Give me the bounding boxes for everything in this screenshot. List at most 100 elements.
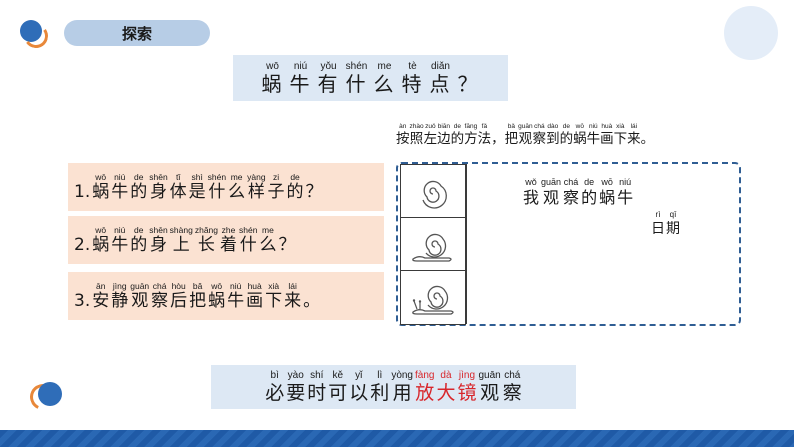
ruby-unit: 1.	[74, 173, 90, 201]
pinyin: yàng	[247, 172, 266, 182]
pinyin: àn	[399, 123, 407, 130]
hanzi: 长	[197, 235, 215, 255]
hanzi: 可	[328, 382, 348, 404]
pinyin: hòu	[171, 281, 186, 291]
hanzi: 观	[131, 291, 149, 311]
hanzi: 上	[172, 235, 190, 255]
hanzi: 身	[149, 235, 167, 255]
hanzi: 大	[436, 382, 456, 404]
hanzi: 么	[259, 235, 277, 255]
pinyin: lì	[377, 370, 383, 381]
pinyin: chá	[563, 177, 579, 187]
pinyin: diǎn	[431, 61, 450, 72]
hanzi: 日	[651, 221, 665, 237]
hanzi: 牛	[586, 131, 601, 147]
ruby-unit: 3.	[74, 282, 90, 310]
hanzi: 左	[423, 131, 438, 147]
snail-sketch-icon	[412, 233, 452, 262]
pinyin: shēn	[149, 225, 168, 235]
hanzi: 。	[640, 131, 655, 147]
hanzi: 察	[563, 188, 580, 207]
hanzi: 下	[265, 291, 283, 311]
hanzi: 的	[450, 131, 465, 147]
pinyin: me	[377, 61, 392, 72]
hanzi: 身	[149, 182, 167, 202]
pinyin: xià	[616, 123, 625, 130]
hanzi: 什	[345, 72, 368, 96]
hanzi: 安	[92, 291, 110, 311]
pinyin: de	[134, 225, 144, 235]
pinyin: wō	[211, 281, 223, 291]
hanzi: 以	[349, 382, 369, 404]
pinyin: tè	[408, 61, 417, 72]
pinyin: shì	[191, 172, 203, 182]
hanzi: 是	[188, 182, 206, 202]
hanzi: 牛	[289, 72, 312, 96]
pinyin: xià	[268, 281, 280, 291]
pinyin: rì	[655, 210, 661, 219]
hanzi: 蜗	[599, 188, 616, 207]
pinyin: dào	[547, 123, 559, 130]
pinyin: guān	[130, 281, 150, 291]
hanzi: 照	[409, 131, 424, 147]
pinyin: niú	[619, 177, 632, 187]
hanzi: 按	[396, 131, 410, 147]
hanzi: 有	[317, 72, 340, 96]
pinyin: me	[230, 172, 243, 182]
pinyin: tǐ	[176, 172, 181, 182]
ruby-unit: ？	[278, 226, 295, 254]
hanzi: 用	[392, 382, 412, 404]
decorative-circle	[724, 6, 778, 60]
hanzi: 牛	[111, 235, 129, 255]
ruby-unit: 。	[641, 124, 655, 147]
pinyin: de	[134, 172, 144, 182]
pinyin: zhào	[409, 123, 424, 130]
pinyin: dà	[440, 370, 452, 381]
hanzi: 特	[401, 72, 424, 96]
drawing-area[interactable]	[466, 164, 739, 324]
ruby-unit: ？	[306, 173, 323, 201]
pinyin: niú	[114, 225, 126, 235]
hanzi: 要	[286, 382, 306, 404]
hanzi: 1.	[74, 182, 91, 202]
hanzi: 牛	[111, 182, 129, 202]
hanzi: ？	[278, 235, 296, 255]
hanzi: ？	[457, 72, 480, 96]
